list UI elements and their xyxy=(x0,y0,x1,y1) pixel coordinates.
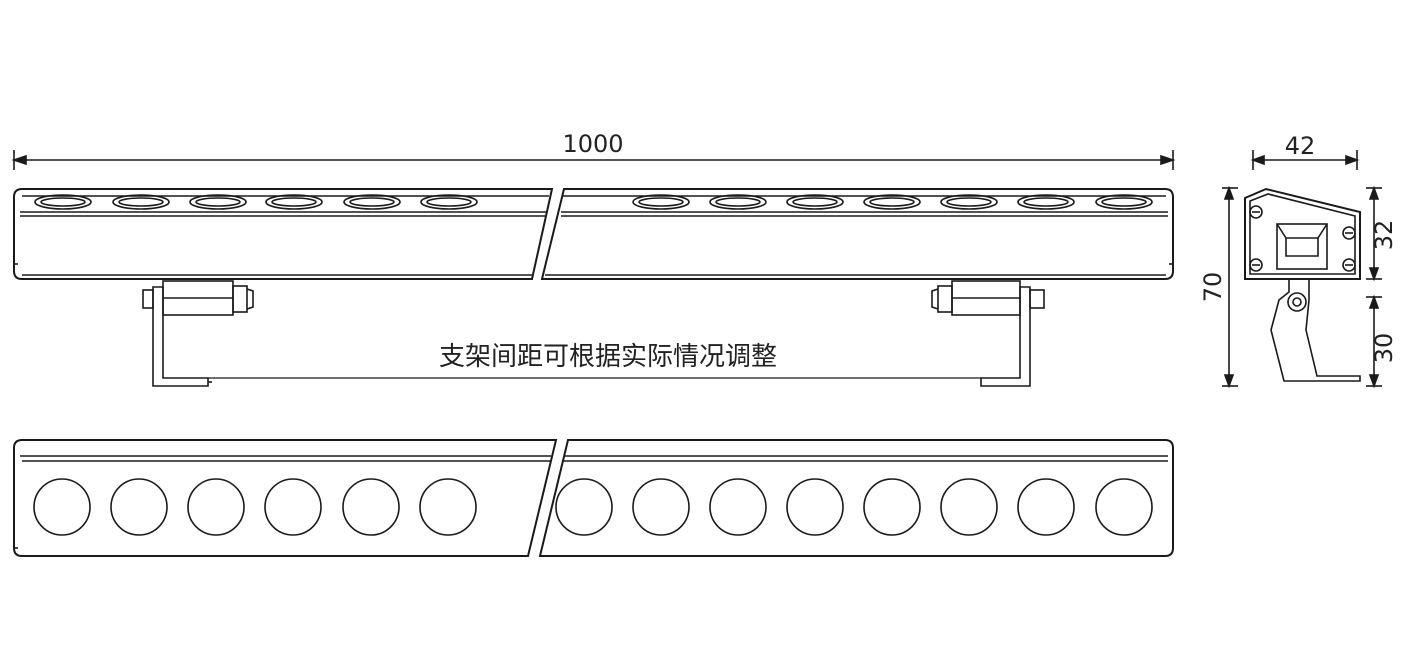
front-view-left xyxy=(13,439,558,557)
side-view-left xyxy=(13,188,554,280)
width-label: 42 xyxy=(1285,132,1316,160)
bracket-spacing-note: 支架间距可根据实际情况调整 xyxy=(439,342,777,372)
right-bracket xyxy=(931,280,1045,387)
front-lenses xyxy=(33,478,1153,536)
left-bracket xyxy=(142,280,254,387)
side-lenses xyxy=(34,194,1153,210)
height-body-label: 32 xyxy=(1370,220,1398,251)
height-bracket-label: 30 xyxy=(1370,333,1398,364)
height-total-label: 70 xyxy=(1199,272,1227,303)
front-view-right xyxy=(538,439,1174,557)
length-label: 1000 xyxy=(562,130,623,158)
end-view xyxy=(1222,150,1382,389)
side-view-right xyxy=(540,188,1174,280)
length-dimension xyxy=(11,150,1176,170)
